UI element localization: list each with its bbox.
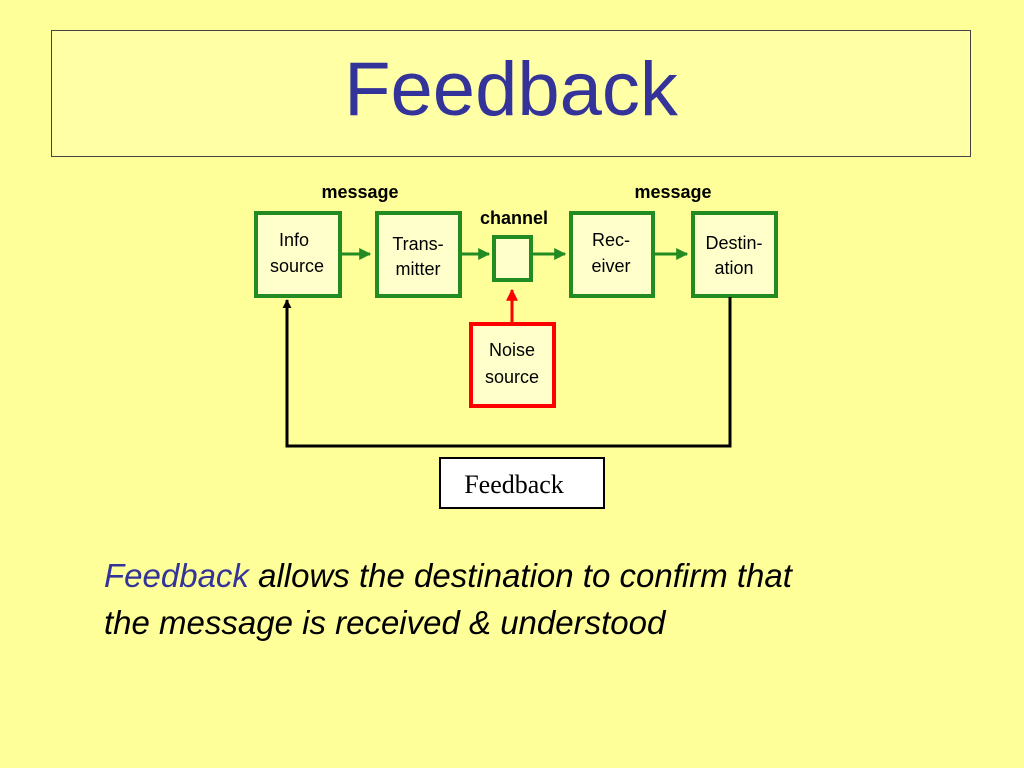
destination-line2: ation [714, 258, 753, 278]
noise-source-line2: source [485, 367, 539, 387]
noise-source-block: Noise source [469, 322, 556, 408]
caption-keyword: Feedback [104, 557, 249, 594]
transmitter-block: Trans- mitter [375, 211, 462, 298]
caption-line2: the message is received & understood [104, 604, 666, 641]
destination-line1: Destin- [705, 233, 762, 253]
receiver-block: Rec- eiver [569, 211, 655, 298]
receiver-line1: Rec- [592, 230, 630, 250]
caption-text: Feedback allows the destination to confi… [104, 552, 964, 646]
caption-line1: allows the destination to confirm that [248, 557, 792, 594]
feedback-box-label: Feedback [464, 470, 564, 499]
receiver-line2: eiver [591, 256, 630, 276]
slide-title: Feedback [344, 47, 678, 132]
channel-label: channel [480, 208, 548, 228]
message-label-left: message [321, 182, 398, 202]
info-source-line1: Info [279, 230, 309, 250]
message-label-right: message [634, 182, 711, 202]
info-source-block: Info source [254, 211, 342, 298]
transmitter-line2: mitter [396, 259, 441, 279]
noise-source-line1: Noise [489, 340, 535, 360]
transmitter-line1: Trans- [392, 234, 443, 254]
info-source-line2: source [270, 256, 324, 276]
destination-block: Destin- ation [691, 211, 778, 298]
feedback-loop-arrow [282, 297, 732, 448]
feedback-label-box: Feedback [439, 457, 605, 509]
channel-box [492, 235, 533, 282]
title-box: Feedback [51, 30, 971, 157]
